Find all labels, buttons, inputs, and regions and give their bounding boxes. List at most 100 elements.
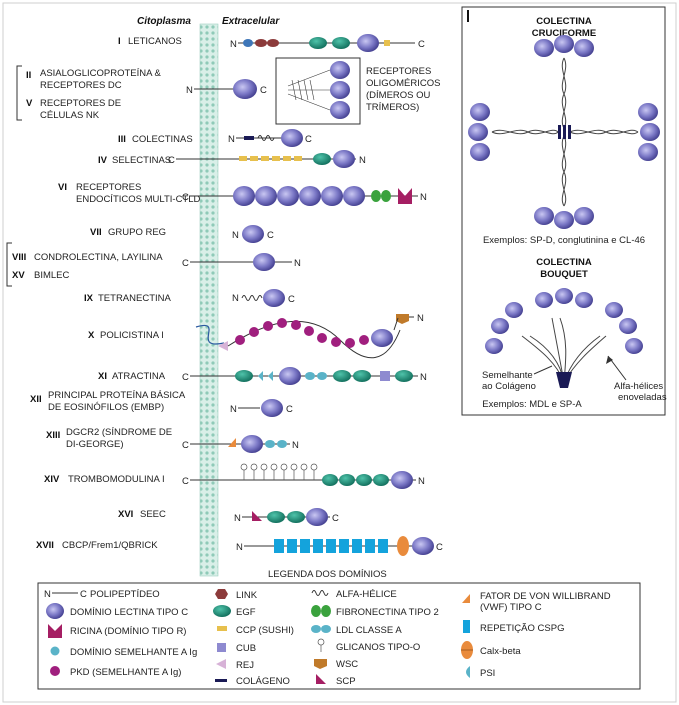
egf-domain bbox=[332, 37, 350, 49]
legend-item-fn2: FIBRONECTINA TIPO 2 bbox=[311, 605, 439, 618]
legend-label: FATOR DE VON WILLIBRAND bbox=[480, 591, 611, 602]
legend-label: ALFA-HÉLICE bbox=[336, 589, 397, 600]
domain-legend: N C POLIPEPTÍDEO DOMÍNIO LECTINA TIPO C … bbox=[37, 582, 641, 690]
fibronectin2-domain bbox=[371, 190, 381, 202]
group-number: XIV bbox=[44, 474, 60, 485]
group-number: X bbox=[88, 330, 95, 341]
n-terminus: N bbox=[230, 39, 237, 50]
c-terminus: C bbox=[332, 513, 339, 524]
group-number: XVII bbox=[36, 540, 54, 551]
cruciform-stalks bbox=[491, 57, 639, 207]
collagen-like-label-1: Semelhante bbox=[482, 370, 533, 381]
c-terminus: C bbox=[182, 440, 189, 451]
group-label: GRUPO REG bbox=[108, 227, 166, 238]
cytoplasm-header: Citoplasma bbox=[137, 16, 191, 27]
row-tetranectin: IX TETRANECTINA N C bbox=[84, 289, 295, 307]
vwf-domain bbox=[228, 438, 236, 447]
group-number: V bbox=[26, 98, 33, 109]
collectin-panel: COLECTINA CRUCIFORME Exemplos: SP-D, con… bbox=[461, 6, 667, 416]
group-number: IX bbox=[84, 293, 94, 304]
legend-label: DOMÍNIO SEMELHANTE A Ig bbox=[70, 647, 197, 658]
row-thrombomodulin: XIV TROMBOMODULINA I C N bbox=[44, 463, 425, 489]
legend-item-psi: PSI bbox=[466, 666, 495, 679]
bouquet-title-2: BOUQUET bbox=[540, 269, 588, 280]
cruciform-center bbox=[558, 125, 571, 139]
legend-label: REPETIÇÃO CSPG bbox=[480, 623, 564, 634]
legend-item-ctld: DOMÍNIO LECTINA TIPO C bbox=[46, 603, 188, 619]
row-chondrolectin: VIII CONDROLECTINA, LAYILINA XV BIMLEC C… bbox=[6, 242, 301, 287]
c-terminus: C bbox=[260, 85, 267, 96]
rej-domain bbox=[218, 341, 228, 351]
ctld-domain bbox=[333, 150, 355, 168]
c-terminus: C bbox=[182, 258, 189, 269]
wsc-domain bbox=[396, 314, 409, 324]
legend-label: LINK bbox=[236, 590, 258, 601]
legend-label: WSC bbox=[336, 659, 358, 670]
legend-item-collagen: COLÁGENO bbox=[215, 676, 290, 687]
scp-domain bbox=[252, 511, 262, 521]
legend-label: CUB bbox=[236, 643, 256, 654]
n-terminus: N bbox=[420, 192, 427, 203]
group-number: III bbox=[118, 134, 126, 145]
legend-label: PSI bbox=[480, 668, 495, 679]
collagen-domain bbox=[244, 136, 254, 140]
link-domain bbox=[267, 39, 279, 47]
svg-text:N: N bbox=[44, 589, 51, 600]
egf-domain bbox=[309, 37, 327, 49]
row-asialoglyco-nk: II ASIALOGLICOPROTEÍNA & RECEPTORES DC V… bbox=[16, 57, 440, 125]
legend-item-ccp: CCP (SUSHI) bbox=[217, 625, 294, 636]
group-number: XVI bbox=[118, 509, 133, 520]
extracellular-header: Extracelular bbox=[222, 16, 280, 27]
row-cbcp: XVII CBCP/Frem1/QBRICK N C LEGENDA DOS D… bbox=[36, 536, 443, 580]
n-terminus: N bbox=[236, 542, 243, 553]
legend-item-scp: SCP bbox=[316, 674, 356, 687]
group-number: II bbox=[26, 70, 31, 81]
row-attractin: XI ATRACTINA C N bbox=[98, 367, 427, 385]
c-terminus: C bbox=[182, 476, 189, 487]
legend-item-vwf: FATOR DE VON WILLIBRAND (VWF) TIPO C bbox=[462, 591, 611, 613]
row-lecticans: I LETICANOS N C bbox=[118, 34, 425, 52]
c-terminus: C bbox=[182, 192, 189, 203]
n-terminus: N bbox=[294, 258, 301, 269]
bouquet-center bbox=[556, 372, 572, 388]
group-number: VIII bbox=[12, 252, 26, 263]
group-label-2: DE EOSINÓFILOS (EMBP) bbox=[48, 402, 164, 413]
cub-domain bbox=[380, 371, 390, 381]
ctld-domain bbox=[253, 253, 275, 271]
legend-item-cspg: REPETIÇÃO CSPG bbox=[463, 620, 564, 634]
cruciform-title-2: CRUCIFORME bbox=[532, 28, 596, 39]
bouquet-examples: Exemplos: MDL e SP-A bbox=[482, 399, 582, 410]
group-label: ASIALOGLICOPROTEÍNA & bbox=[40, 68, 162, 79]
legend-label: SCP bbox=[336, 676, 356, 687]
cell-membrane bbox=[199, 23, 219, 577]
legend-label: EGF bbox=[236, 607, 256, 618]
row-selectins: IV SELECTINAS C N bbox=[98, 150, 366, 168]
ctld-domain bbox=[330, 81, 350, 99]
group-label-2: ENDOCÍTICOS MULTI-CTLD bbox=[76, 194, 201, 205]
legend-item-cub: CUB bbox=[217, 643, 256, 654]
cruciform-title-1: COLECTINA bbox=[536, 16, 592, 27]
group-label-2: CÉLULAS NK bbox=[40, 110, 100, 121]
n-terminus: N bbox=[292, 440, 299, 451]
ctld-domain bbox=[330, 101, 350, 119]
c-terminus: C bbox=[286, 404, 293, 415]
c-terminus: C bbox=[418, 39, 425, 50]
n-terminus: N bbox=[232, 293, 239, 304]
c-terminus: C bbox=[288, 294, 295, 305]
row-seec: XVI SEEC N C bbox=[118, 508, 339, 526]
row-embp: XII PRINCIPAL PROTEÍNA BÁSICA DE EOSINÓF… bbox=[30, 390, 293, 417]
legend-item-egf: EGF bbox=[213, 605, 256, 618]
group-number: XII bbox=[30, 394, 42, 405]
legend-label: Calx-beta bbox=[480, 646, 521, 657]
ccp-domain bbox=[384, 40, 390, 46]
ctld-domain bbox=[357, 34, 379, 52]
group-label: DGCR2 (SÍNDROME DE bbox=[66, 427, 172, 438]
oligomeric-label-1: RECEPTORES bbox=[366, 66, 431, 77]
coiled-label-2: enoveladas bbox=[618, 392, 667, 403]
row-dgcr2: XIII DGCR2 (SÍNDROME DE DI-GEORGE) C N bbox=[46, 427, 299, 453]
group-number: I bbox=[118, 36, 121, 47]
legend-item-polypeptide: N C POLIPEPTÍDEO bbox=[44, 589, 160, 600]
group-label: CONDROLECTINA, LAYILINA bbox=[34, 252, 163, 263]
ctld-domain bbox=[330, 61, 350, 79]
